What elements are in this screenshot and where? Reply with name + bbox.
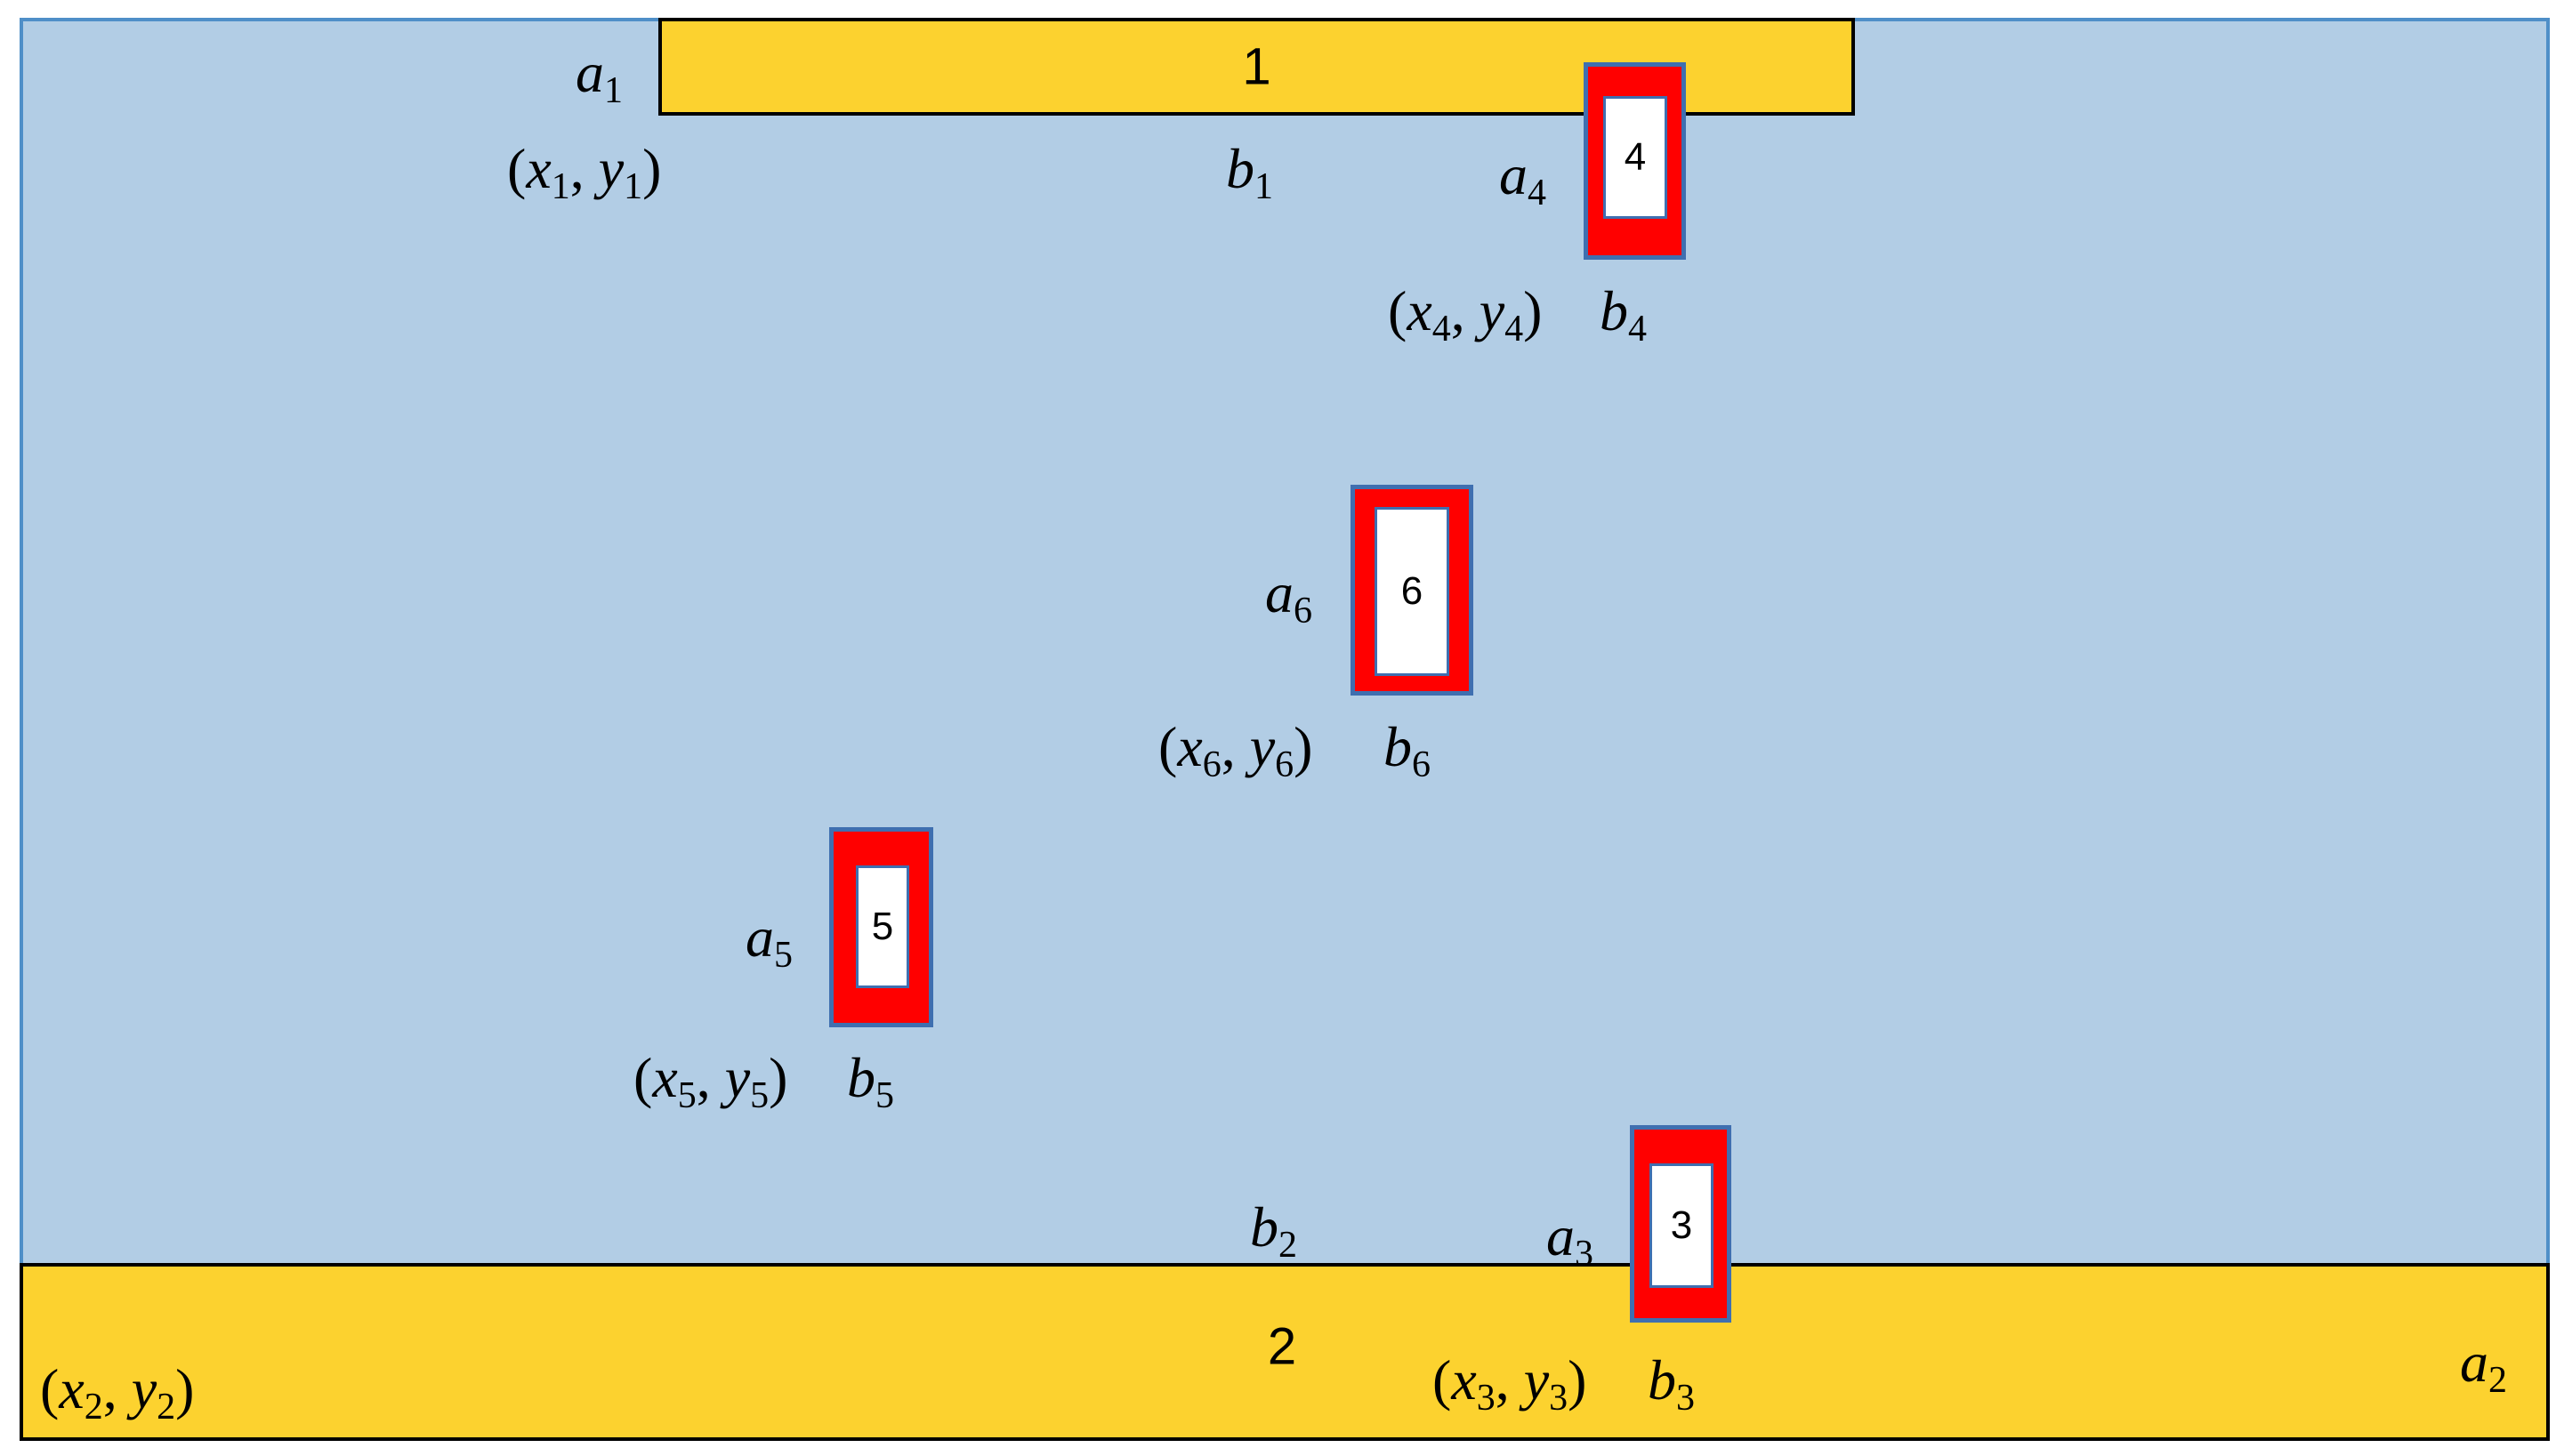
obstacle-6: 6 [1351, 485, 1473, 696]
block-2: 2 [20, 1263, 2550, 1441]
obstacle-5: 5 [829, 827, 933, 1027]
obstacle-3-label: 3 [1649, 1163, 1713, 1288]
obstacle-3: 3 [1630, 1125, 1731, 1323]
label-xy2: (x2, y2) [40, 1357, 195, 1428]
workspace-area [20, 18, 2550, 1441]
label-b3: b3 [1648, 1348, 1695, 1419]
label-a5: a5 [746, 905, 793, 976]
obstacle-4: 4 [1584, 62, 1686, 260]
block-2-label: 2 [1267, 1317, 1297, 1376]
obstacle-4-label: 4 [1603, 96, 1667, 219]
label-b2: b2 [1250, 1195, 1297, 1266]
label-b4: b4 [1600, 279, 1647, 350]
label-a4: a4 [1499, 143, 1546, 213]
obstacle-6-label: 6 [1375, 507, 1449, 676]
obstacle-5-label: 5 [856, 865, 909, 988]
label-a3: a3 [1546, 1204, 1593, 1275]
label-xy1: (x1, y1) [507, 137, 662, 207]
label-b6: b6 [1383, 715, 1431, 785]
block-1-label: 1 [1242, 37, 1271, 96]
label-xy4: (x4, y4) [1388, 279, 1543, 350]
label-a1: a1 [576, 41, 623, 111]
label-xy3: (x3, y3) [1432, 1348, 1587, 1419]
label-b5: b5 [847, 1046, 894, 1116]
label-b1: b1 [1226, 137, 1273, 207]
label-a2: a2 [2460, 1331, 2507, 1401]
label-xy6: (x6, y6) [1158, 715, 1313, 785]
label-a6: a6 [1265, 561, 1312, 631]
label-xy5: (x5, y5) [633, 1046, 788, 1116]
